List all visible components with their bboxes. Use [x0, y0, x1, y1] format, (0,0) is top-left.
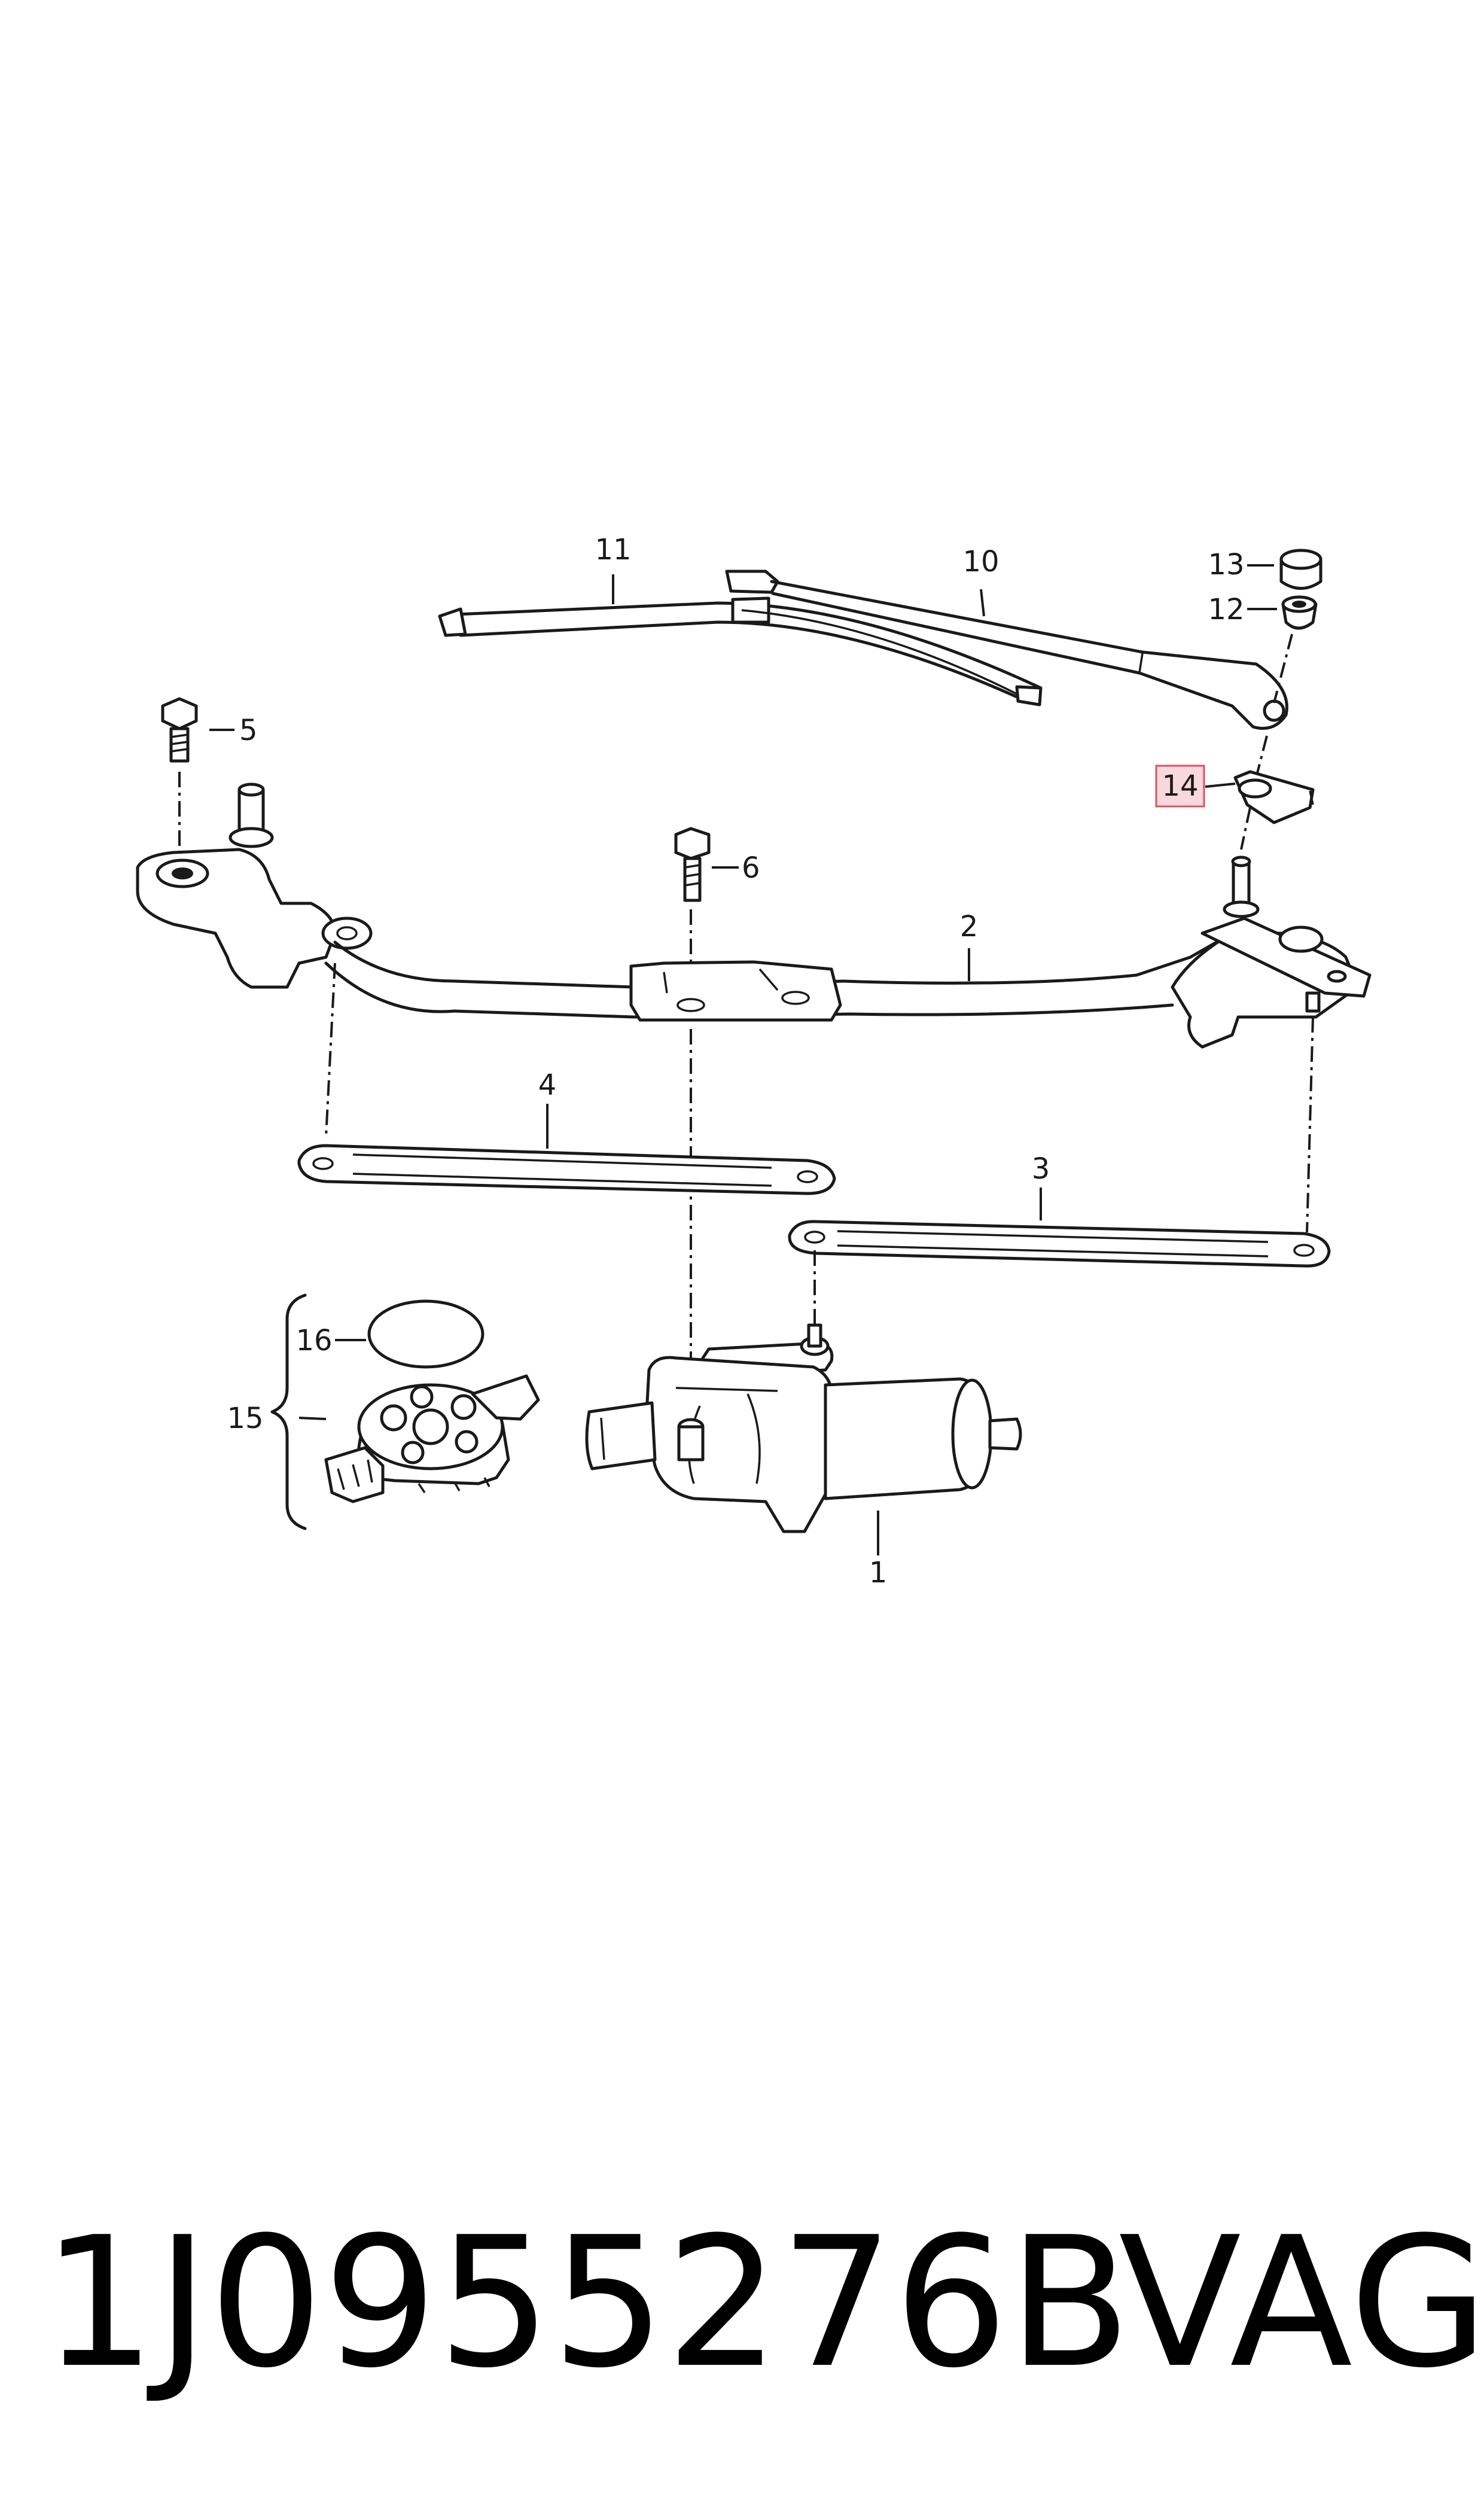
callout-14: 14: [1162, 769, 1198, 803]
brand-label: VAG: [1119, 2199, 1484, 2407]
callout-6: 6: [742, 851, 760, 885]
callout-1: 1: [869, 1556, 888, 1590]
callout-4: 4: [538, 1068, 557, 1102]
callout-2: 2: [960, 910, 979, 943]
nut-cap: [1279, 549, 1323, 590]
connecting-rod-left: [297, 1144, 836, 1195]
callout-10: 10: [962, 545, 999, 578]
connecting-rod-right: [788, 1220, 1331, 1268]
bolt-center: [674, 827, 711, 902]
callout-3: 3: [1032, 1152, 1050, 1186]
callout-13: 13: [1208, 548, 1244, 581]
hex-nut: [1281, 595, 1318, 630]
callout-5: 5: [239, 714, 258, 747]
callout-16: 16: [295, 1324, 332, 1357]
spindle-seal: [1233, 770, 1315, 824]
wiper-blade-left: [438, 596, 1043, 707]
sensor-seal-ring: [367, 1299, 484, 1369]
wiper-frame: [136, 783, 1372, 1049]
highlight-box-14: [1155, 765, 1205, 808]
callout-15: 15: [227, 1402, 263, 1435]
bolt-left: [161, 697, 198, 763]
wiper-arm-right: [725, 570, 1288, 730]
callout-12: 12: [1208, 593, 1244, 626]
wiper-motor: [585, 1323, 1022, 1533]
callout-11: 11: [595, 533, 631, 567]
part-number-label: 1J0955276B: [42, 2199, 1132, 2407]
group-brace-15: [270, 1293, 307, 1530]
rain-light-sensor: [324, 1374, 540, 1503]
